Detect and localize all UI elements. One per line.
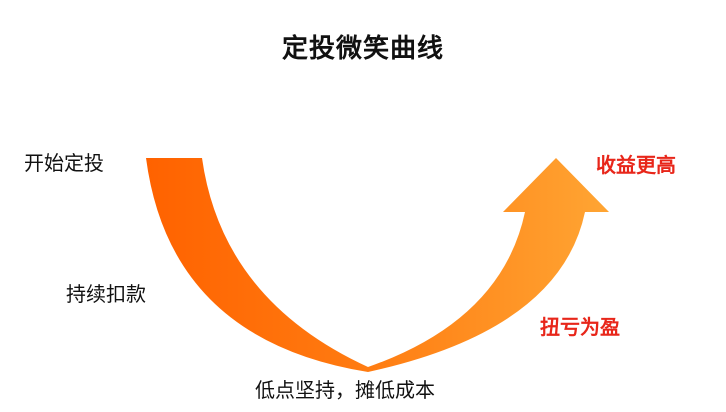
curve-arrow-shape <box>146 158 609 372</box>
start-investing-label: 开始定投 <box>24 151 104 175</box>
low-point-label: 低点坚持，摊低成本 <box>255 378 435 402</box>
higher-returns-label: 收益更高 <box>596 153 676 177</box>
continue-deduction-label: 持续扣款 <box>66 282 146 306</box>
diagram-title: 定投微笑曲线 <box>281 34 444 64</box>
turn-profit-label: 扭亏为盈 <box>540 315 620 339</box>
